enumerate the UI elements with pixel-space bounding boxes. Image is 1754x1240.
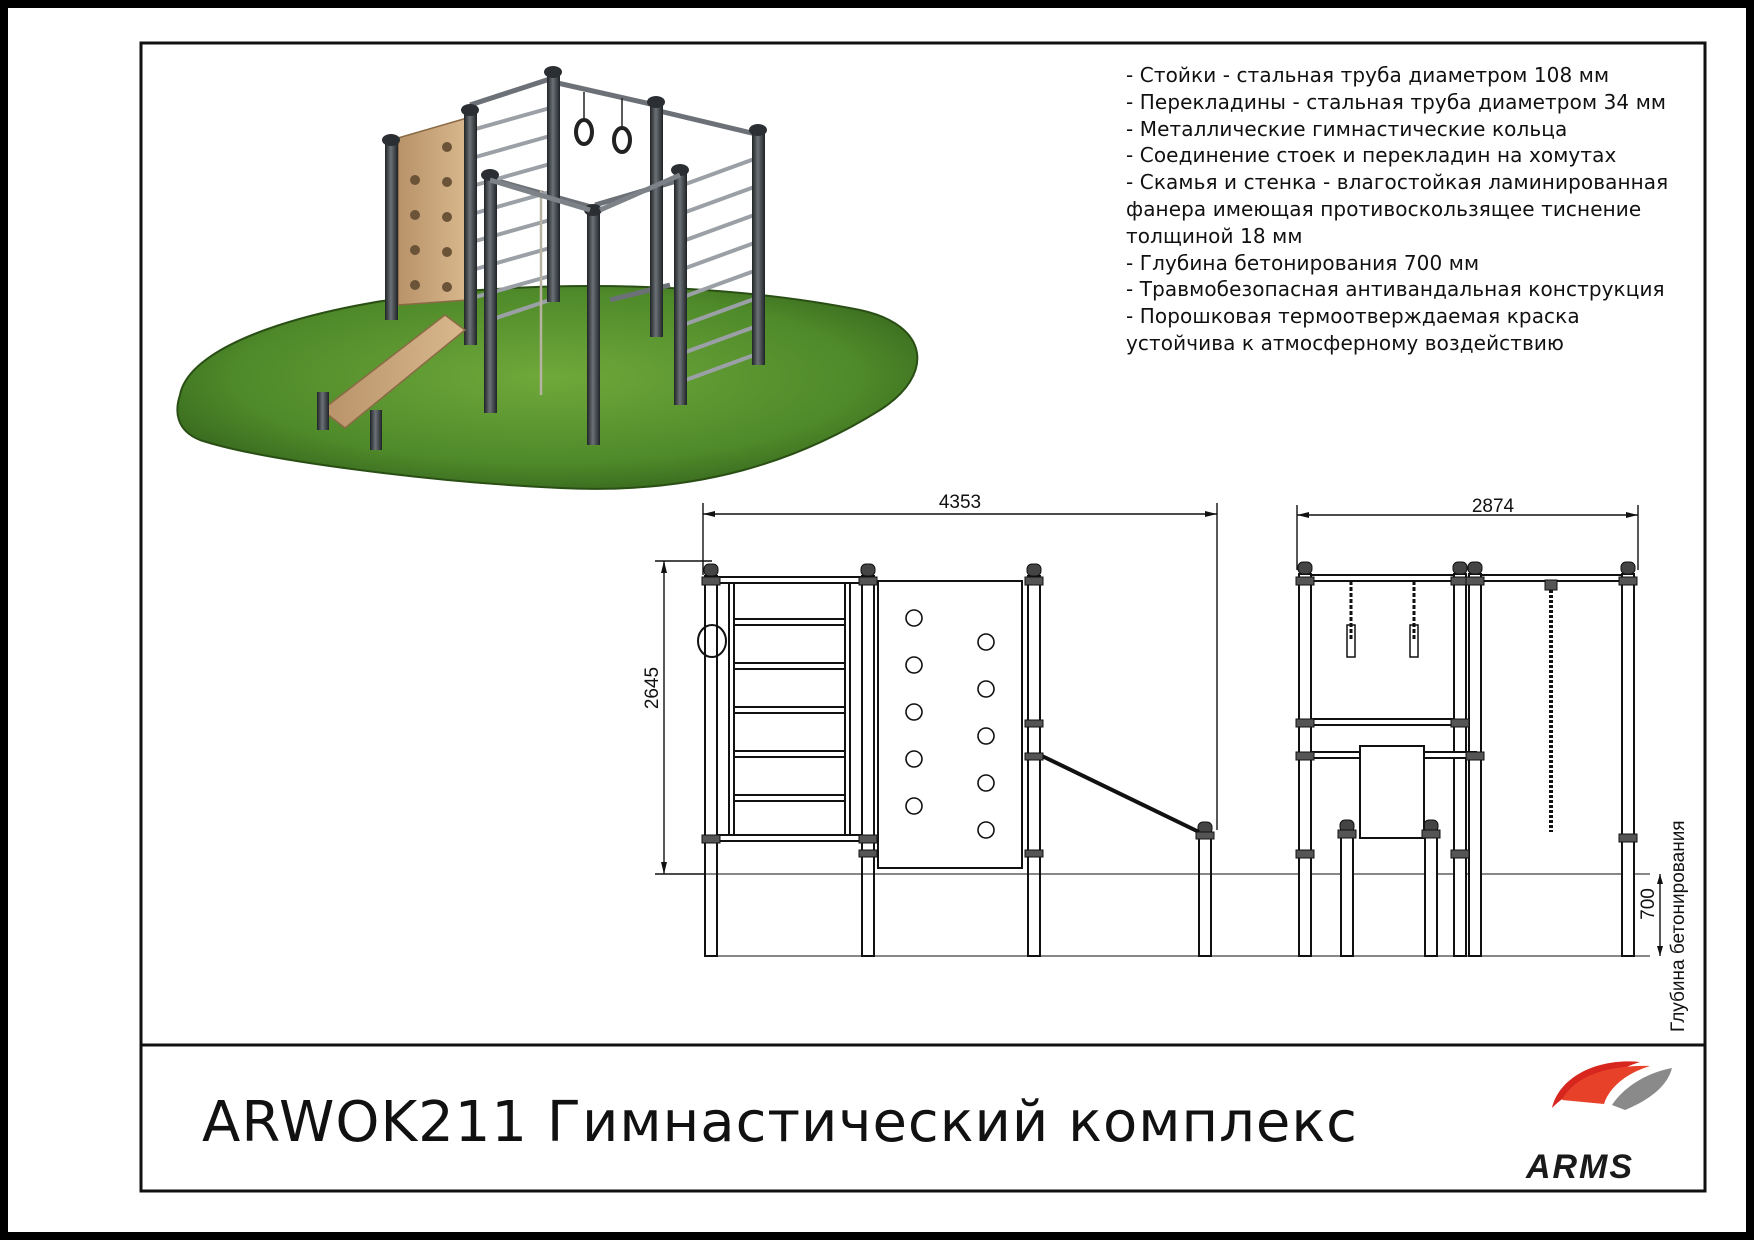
spec-line: - Металлические гимнастические кольца bbox=[1126, 116, 1568, 141]
logo-text: ARMS bbox=[1525, 1148, 1634, 1186]
product-title: ARWOK211 Гимнастический комплекс bbox=[202, 1090, 1358, 1155]
render-3d bbox=[176, 66, 919, 490]
drawing-border bbox=[139, 41, 1707, 1193]
dim-depth: 700 bbox=[1638, 888, 1659, 920]
wall-bars-right bbox=[682, 156, 758, 383]
climbing-holds bbox=[410, 142, 452, 292]
spec-line: - Стойки - стальная труба диаметром 108 … bbox=[1126, 63, 1610, 87]
spec-line: - Травмобезопасная антивандальная констр… bbox=[1126, 277, 1665, 302]
side-rings bbox=[1346, 581, 1419, 658]
spec-line: - Порошковая термоотверждаемая краска bbox=[1126, 304, 1580, 329]
front-climbing-board bbox=[877, 580, 1023, 869]
front-ring bbox=[697, 624, 727, 658]
arms-logo: ARMS bbox=[1524, 1061, 1672, 1187]
spec-line: - Глубина бетонирования 700 мм bbox=[1126, 250, 1480, 275]
situp-bench bbox=[320, 314, 467, 429]
side-bench-board bbox=[1359, 745, 1425, 839]
dim-side-width: 2874 bbox=[1472, 496, 1515, 517]
back-rails bbox=[469, 75, 761, 303]
front-rails bbox=[489, 172, 682, 213]
dim-depth-label: Глубина бетонирования bbox=[1668, 820, 1689, 1032]
spec-line: - Скамья и стенка - влагостойкая ламинир… bbox=[1126, 170, 1669, 195]
spec-line: толщиной 18 мм bbox=[1126, 223, 1303, 248]
spec-line: - Соединение стоек и перекладин на хомут… bbox=[1126, 143, 1617, 168]
side-clamps bbox=[1295, 576, 1638, 859]
specifications-list: - Стойки - стальная труба диаметром 108 … bbox=[1126, 62, 1686, 357]
gymnastic-rings bbox=[574, 92, 632, 154]
climbing-board bbox=[397, 117, 468, 306]
bench-leg-left bbox=[317, 392, 329, 430]
bench-leg-right bbox=[370, 410, 382, 450]
dim-front-width: 4353 bbox=[939, 492, 981, 513]
logo-swoosh-gray bbox=[1612, 1068, 1672, 1110]
spec-line: устойчива к атмосферному воздействию bbox=[1126, 330, 1564, 355]
side-elevation: 2874 bbox=[1295, 496, 1689, 1032]
front-clamps bbox=[701, 576, 1215, 858]
dim-height: 2645 bbox=[642, 667, 663, 709]
spec-line: - Перекладины - стальная труба диаметром… bbox=[1126, 89, 1667, 114]
front-climbing-holds bbox=[905, 609, 995, 839]
front-bench bbox=[1039, 753, 1200, 834]
spec-line: фанера имеющая противоскользящее тиснени… bbox=[1126, 196, 1642, 221]
front-wall-bars bbox=[728, 582, 851, 836]
posts bbox=[385, 72, 765, 445]
front-elevation: 4353 2645 bbox=[642, 492, 1218, 957]
